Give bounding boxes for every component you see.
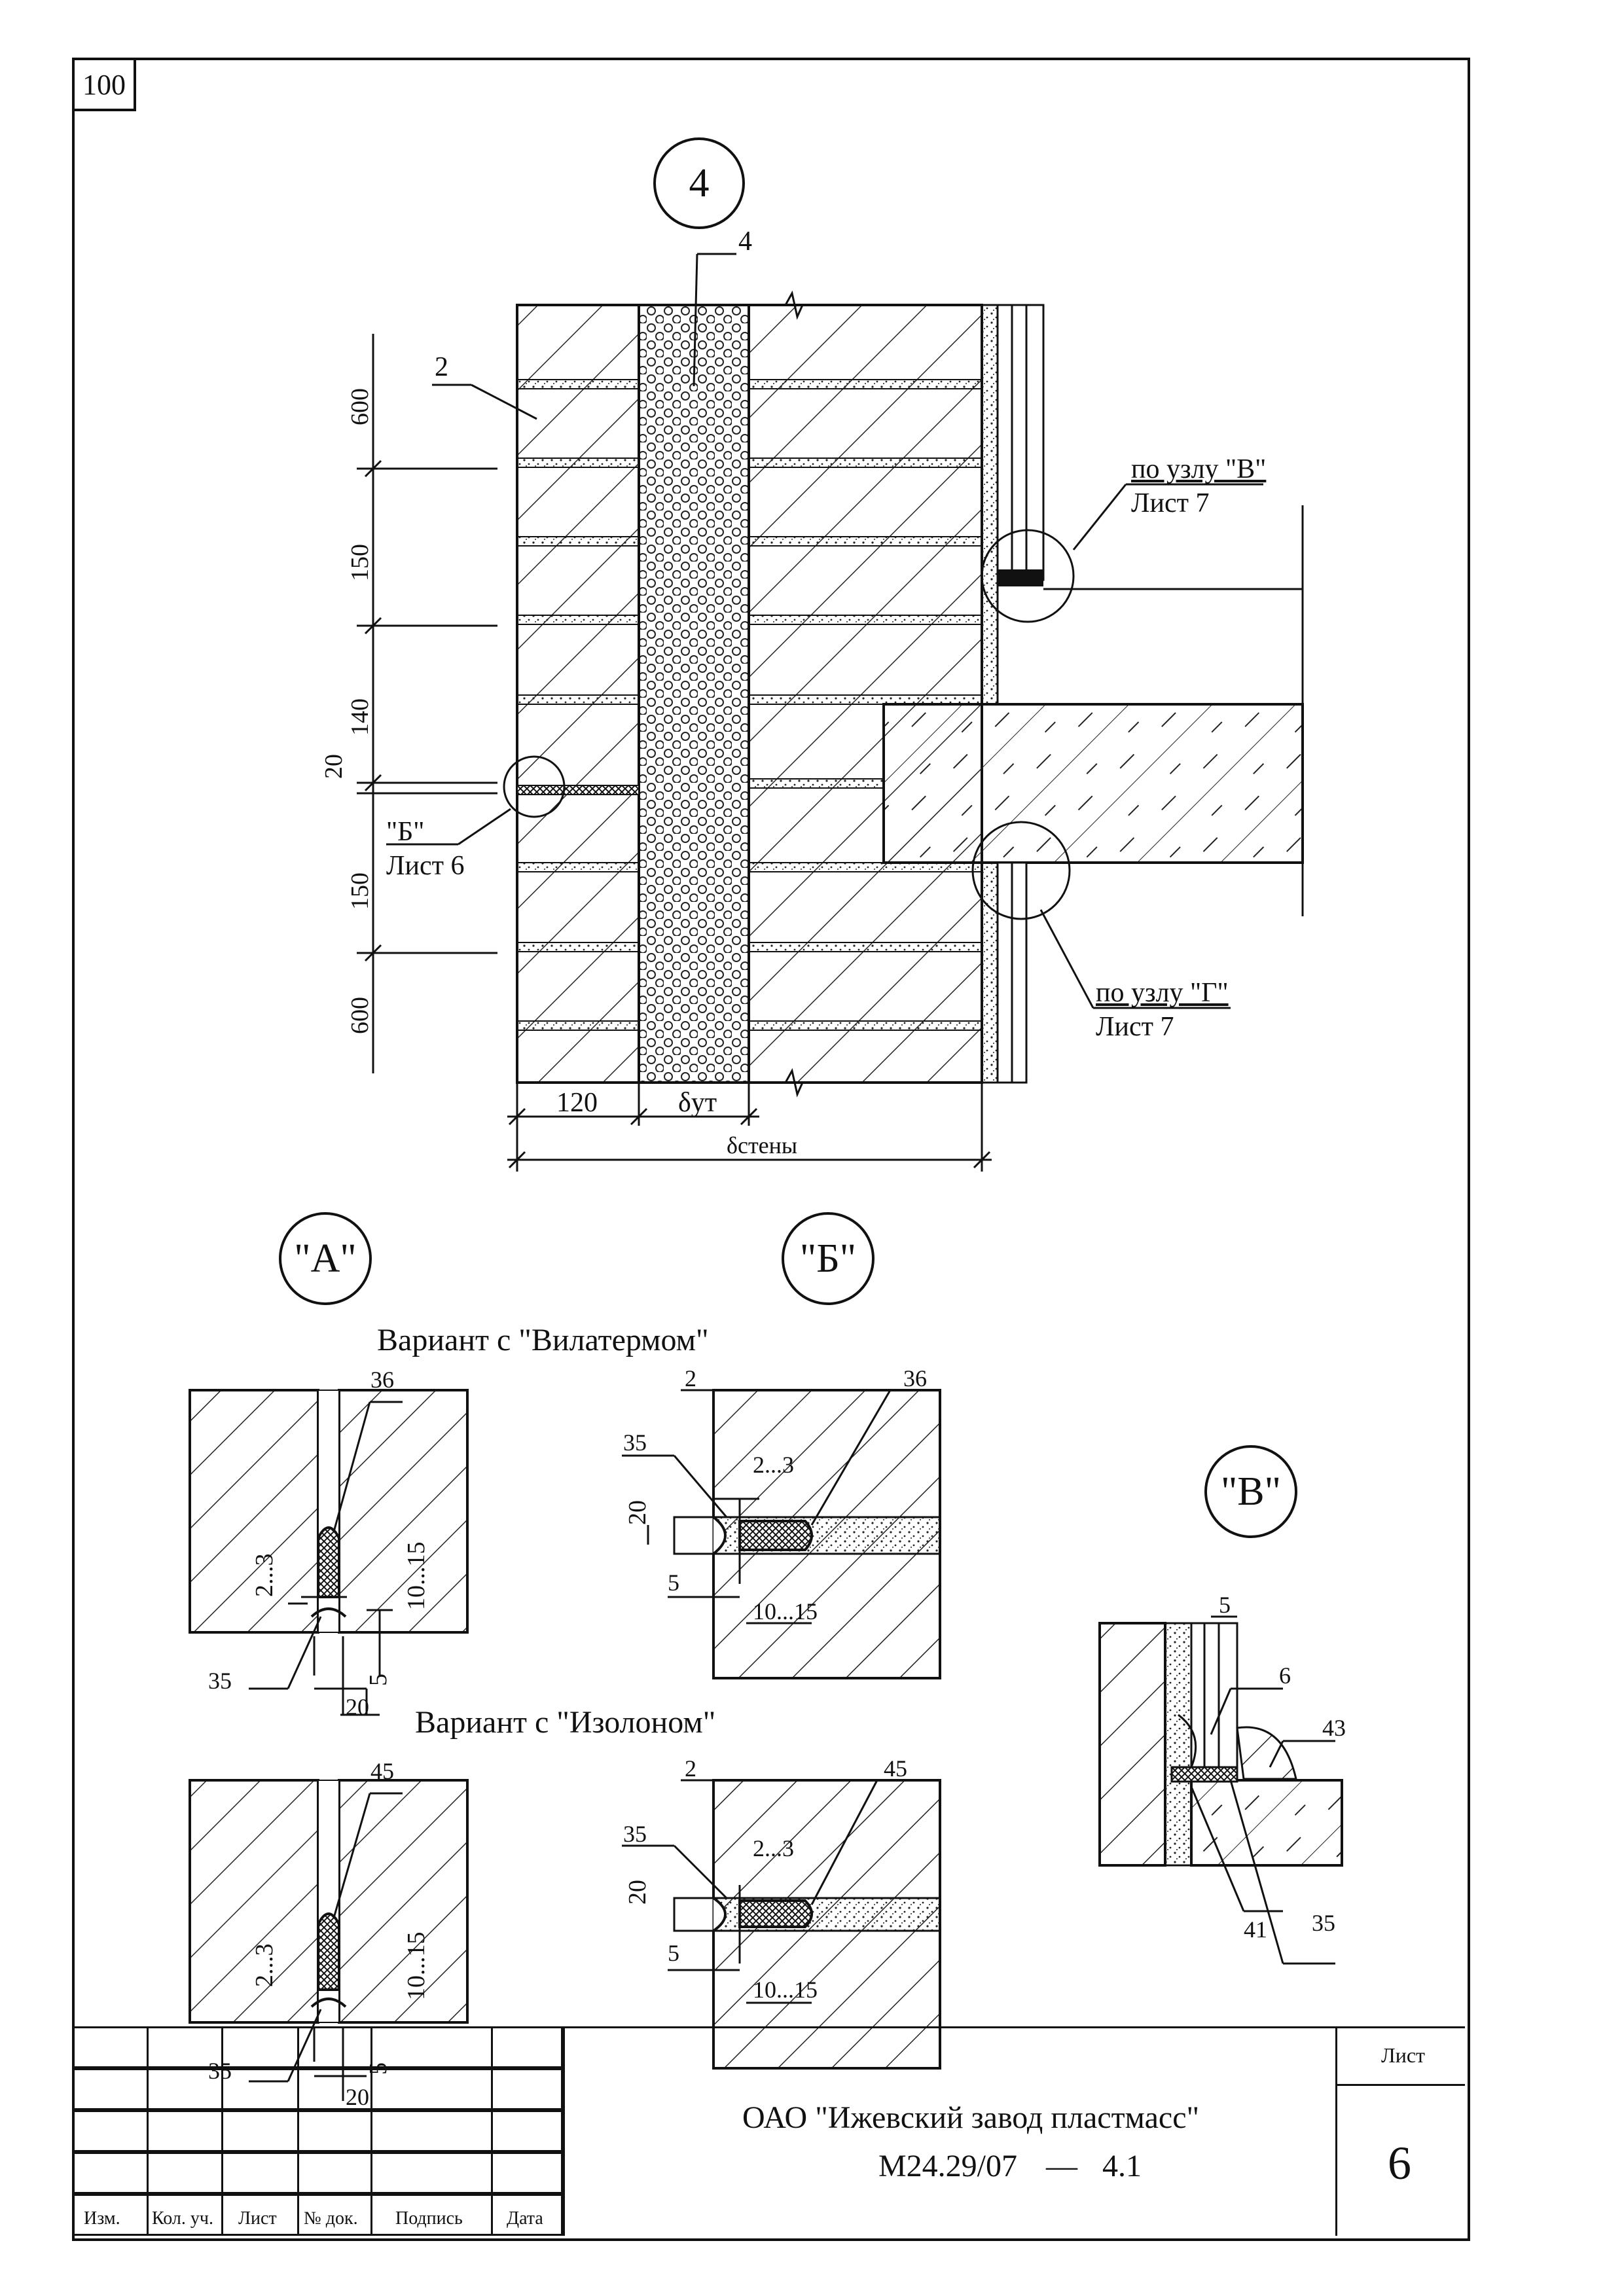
b2-item: 45 [884,1755,907,1782]
v-label-43: 43 [1322,1715,1346,1741]
detail-a-izolon [189,1779,469,2101]
title-block: Изм. Кол. уч. Лист № док. Подпись Дата О… [72,2026,1465,2236]
a1-item: 36 [370,1367,394,1393]
b2-depth: 10...15 [753,1977,818,2003]
detail-b-vilaterm [622,1389,941,1679]
node-b-sheet: Лист 6 [386,851,465,881]
a2-width: 20 [346,2084,369,2110]
sheet-corner-number: 100 [72,58,136,111]
v-label-6: 6 [1279,1662,1291,1689]
detail-b-marker: "Б" [782,1212,875,1305]
node-v-sheet: Лист 7 [1131,488,1210,518]
detail-b-izolon [622,1779,941,2070]
col-izm: Изм. [84,2208,120,2229]
b1-gap: 2...3 [753,1452,794,1478]
b2-brick: 2 [685,1755,696,1782]
a2-gap: 2...3 [251,1943,278,1988]
variant-izolon-title: Вариант с "Изолоном" [415,1705,716,1740]
b2-sealant: 35 [623,1821,647,1847]
b2-gap: 2...3 [753,1835,794,1861]
b1-item: 36 [903,1365,927,1391]
document-dash: — [1046,2149,1077,2183]
label-item-4: 4 [738,226,752,257]
organization-name: ОАО "Ижевский завод пластмасс" [742,2100,1200,2135]
b1-depth: 10...15 [753,1598,818,1624]
document-code: М24.29/07 [878,2149,1018,2183]
variant-vilaterm-title: Вариант с "Вилатермом" [377,1323,709,1357]
dim-600-bottom: 600 [346,997,374,1034]
a2-item: 45 [370,1758,394,1784]
detail-v-marker: "В" [1204,1445,1297,1538]
col-signature: Подпись [395,2208,463,2229]
b1-offset: 5 [668,1570,679,1596]
a1-sealant: 35 [208,1668,232,1694]
detail-a-vilaterm [189,1389,469,1716]
a2-sealant: 35 [208,2058,232,2084]
sheet-number: 6 [1388,2137,1411,2189]
node-v-ref: по узлу "В" [1131,454,1267,484]
v-label-41: 41 [1244,1916,1267,1943]
detail-a-marker: "А" [279,1212,372,1305]
detail-v [1098,1615,1343,1965]
col-list: Лист [238,2208,277,2229]
a1-offset: 5 [365,1674,392,1686]
b1-brick: 2 [685,1365,696,1391]
drawing-frame [72,58,1470,2241]
b2-offset: 5 [668,1940,679,1966]
v-label-35: 35 [1312,1910,1335,1936]
document-part: 4.1 [1102,2149,1142,2183]
b2-height: 20 [624,1880,651,1905]
node-g-sheet: Лист 7 [1096,1012,1174,1042]
a2-depth: 10...15 [403,1931,430,2001]
main-view-marker: 4 [653,137,745,229]
col-kol-uch: Кол. уч. [152,2208,213,2229]
a1-gap: 2...3 [251,1553,278,1598]
node-b-ref: "Б" [386,817,425,847]
v-label-5: 5 [1219,1592,1231,1618]
col-doc-num: № док. [304,2208,358,2229]
dim-insulation: δут [678,1088,717,1118]
dim-600-top: 600 [346,388,374,425]
sheet-label: Лист [1381,2043,1426,2067]
main-wall-section [357,253,1304,1172]
dim-150-bottom: 150 [346,872,374,910]
col-date: Дата [507,2208,543,2229]
dim-150-top: 150 [346,544,374,581]
dim-brick-120: 120 [556,1088,598,1118]
dim-20: 20 [320,754,348,779]
dim-wall: δстены [727,1132,798,1158]
node-g-ref: по узлу "Г" [1096,978,1229,1008]
a1-depth: 10...15 [403,1541,430,1611]
b1-height: 20 [624,1500,651,1525]
a1-width: 20 [346,1694,369,1720]
b1-sealant: 35 [623,1429,647,1456]
dim-140: 140 [346,698,374,736]
label-item-2: 2 [435,352,448,382]
